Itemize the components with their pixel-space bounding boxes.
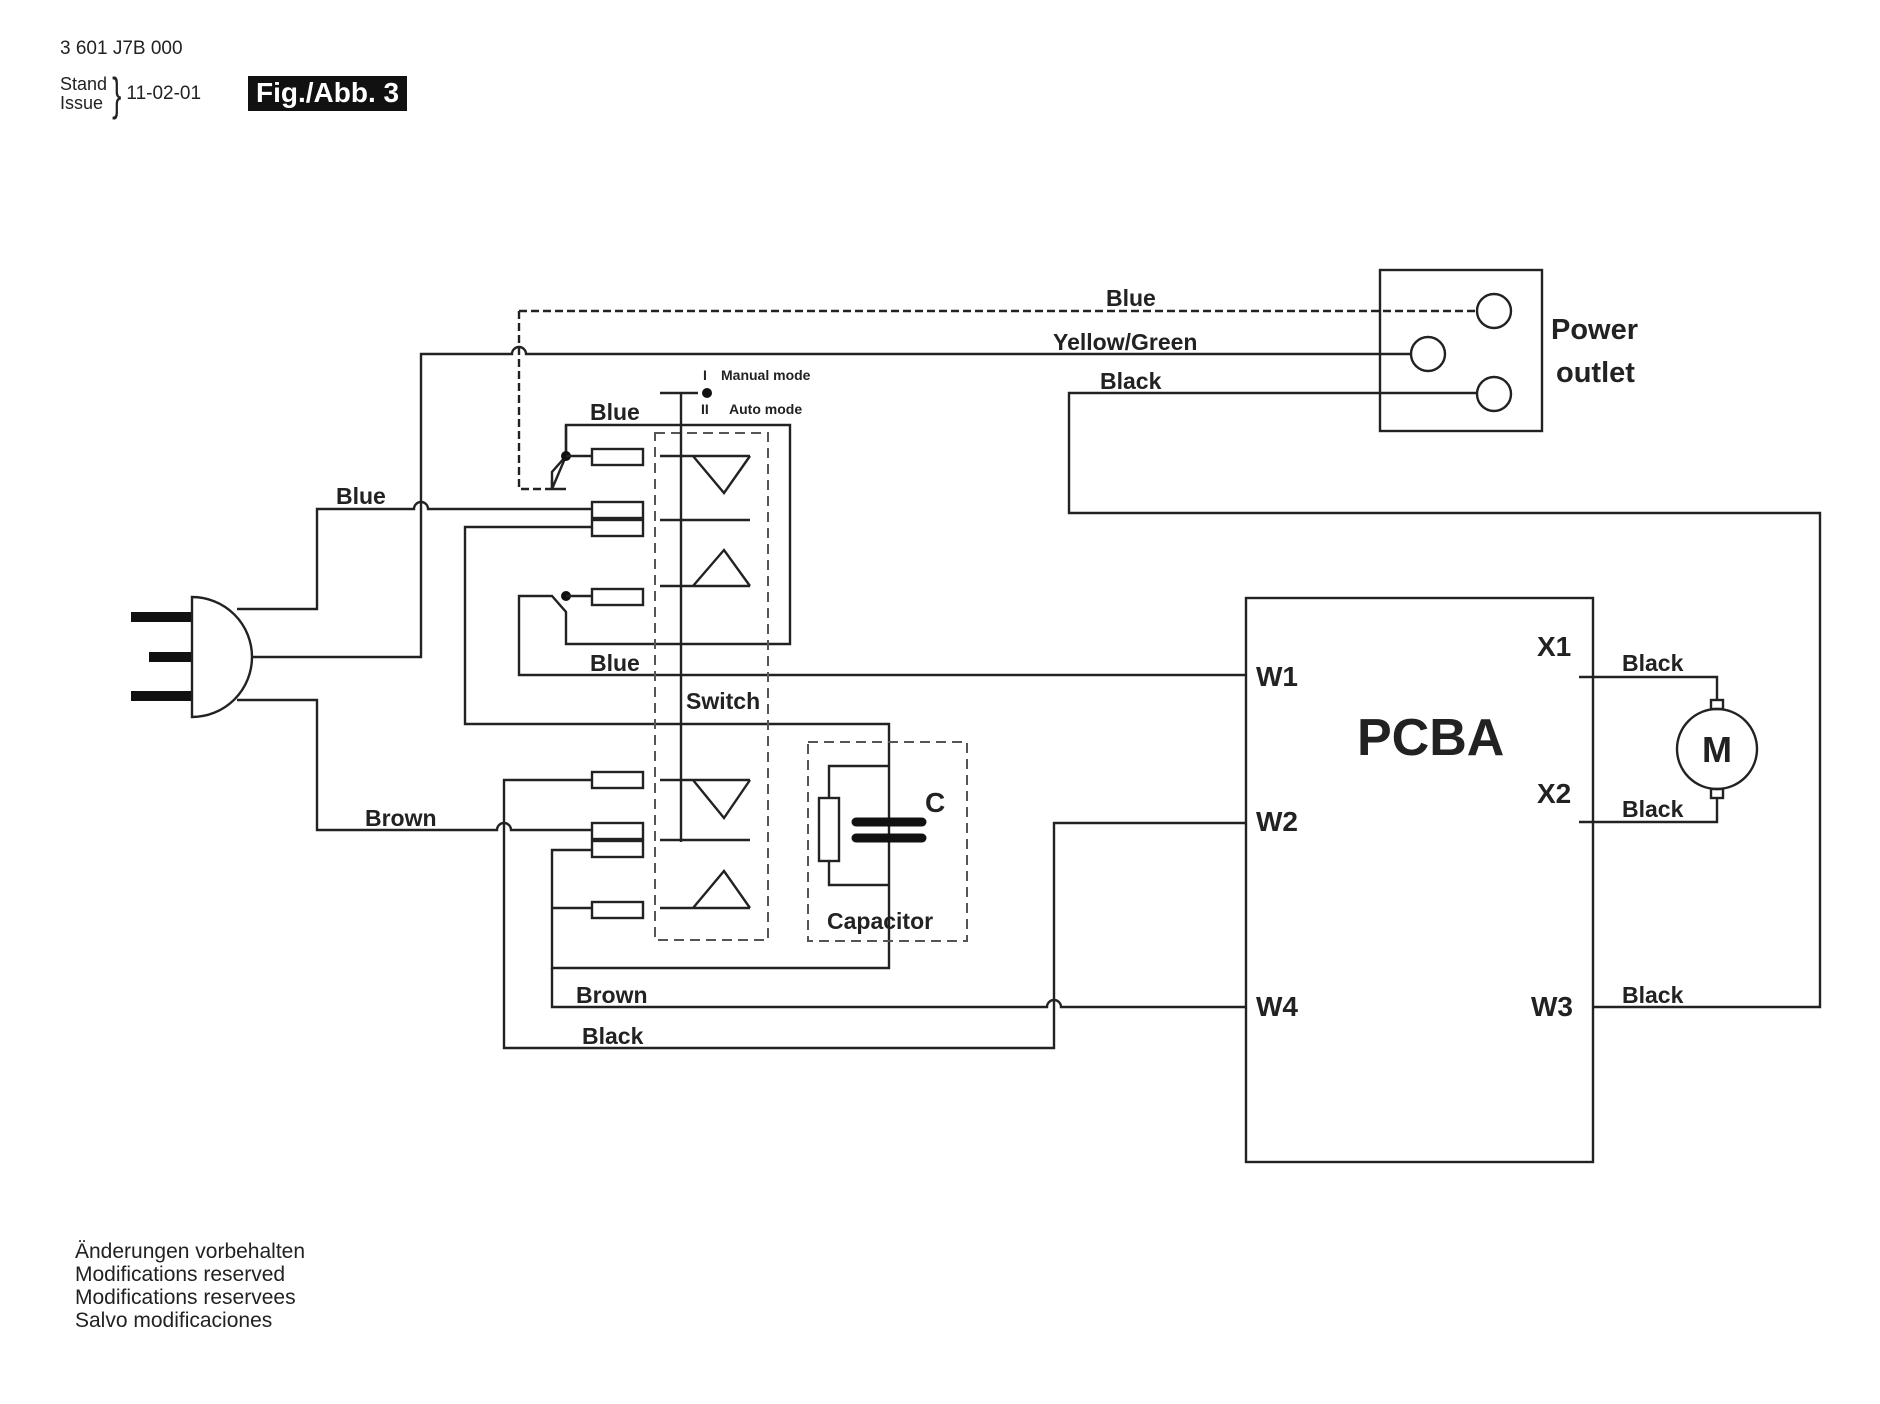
label-w3-black: Black (1622, 982, 1684, 1008)
label-x1-black: Black (1622, 650, 1684, 676)
label-w2-black: Black (582, 1023, 644, 1049)
pcba-terminal-x2: X2 (1537, 778, 1571, 809)
figure-badge: Fig./Abb. 3 (248, 76, 408, 111)
label-w1-blue: Blue (590, 650, 640, 676)
capacitor-symbol-label: C (925, 787, 945, 818)
switch-terminal-5 (590, 770, 645, 790)
pcba-terminal-x1: X1 (1537, 631, 1571, 662)
footer-line-es: Salvo modificaciones (75, 1309, 273, 1332)
footer-line-de: Änderungen vorbehalten (75, 1240, 306, 1263)
label-outlet-black: Black (1100, 368, 1162, 394)
wire-black-x2-motor (1579, 797, 1719, 824)
switch-terminal-1 (590, 447, 645, 467)
label-switch-top-blue: Blue (590, 399, 640, 425)
wire-brown-plug (237, 698, 592, 832)
plug-body (190, 595, 254, 719)
outlet-socket-top (1475, 292, 1513, 330)
outlet-socket-ground (1409, 335, 1447, 373)
pcba-label: PCBA (1357, 709, 1504, 767)
pcba-terminal-w2: W2 (1256, 806, 1298, 837)
wire-blue-plug (237, 500, 592, 611)
wire-black-x1-motor (1579, 675, 1719, 701)
motor-brush-top (1709, 698, 1725, 711)
triangle-down-icon (692, 455, 751, 495)
capacitor-resistor (817, 796, 841, 863)
footer-line-fr: Modifications reservees (75, 1286, 296, 1309)
switch-terminal-2 (590, 500, 645, 520)
issue-block: Stand Issue } 11-02-01 (60, 68, 202, 120)
capacitor-housing (807, 741, 968, 942)
manual-mode-marker: I (703, 367, 707, 383)
triangle-down-icon-lower (692, 779, 751, 821)
label-x2-black: Black (1622, 796, 1684, 822)
switch-housing (654, 432, 769, 941)
label-w4-brown: Brown (576, 982, 648, 1008)
auto-mode-marker: II (701, 401, 709, 417)
pcba-terminal-w4: W4 (1256, 991, 1298, 1022)
power-outlet: Power outlet (1378, 268, 1638, 433)
mains-plug (131, 595, 254, 719)
footer-line-en: Modifications reserved (75, 1263, 286, 1286)
switch-terminal-4 (590, 587, 645, 607)
label-plug-blue: Blue (336, 483, 386, 509)
motor: M (1675, 698, 1759, 800)
wire-yellow-green (252, 345, 1411, 659)
wire-black-outlet-w3 (1067, 391, 1822, 1009)
switch-terminal-7 (590, 839, 645, 859)
issue-date: 11-02-01 (126, 83, 202, 104)
footer-notes: Änderungen vorbehalten Modifications res… (75, 1240, 305, 1332)
motor-icon (1675, 707, 1759, 791)
pcba-terminal-w1: W1 (1256, 661, 1298, 692)
triangle-up-icon (660, 548, 751, 588)
wire-blue-w1 (517, 423, 1246, 677)
brace-icon: } (112, 68, 122, 120)
switch-terminal-6 (590, 821, 645, 841)
power-outlet-box (1378, 268, 1544, 433)
label-plug-brown: Brown (365, 805, 437, 831)
capacitor-label: Capacitor (827, 908, 933, 934)
switch-terminal-3 (590, 518, 645, 538)
stand-issue-labels: Stand Issue (60, 75, 107, 113)
wire-switch-capacitor (463, 525, 891, 970)
part-number: 3 601 J7B 000 (60, 38, 183, 59)
triangle-up-icon-lower (660, 869, 751, 910)
wire-blue-outlet-down (517, 311, 552, 491)
power-outlet-label-1: Power (1551, 314, 1638, 346)
label-yellow-green: Yellow/Green (1053, 329, 1197, 355)
switch-mode-dot (702, 388, 712, 398)
wire-brown-w4 (550, 968, 1246, 1009)
motor-label: M (1702, 729, 1732, 770)
manual-mode-label: Manual mode (721, 367, 811, 383)
capacitor-resistor-leads (827, 764, 889, 887)
switch-terminal-8 (590, 900, 645, 920)
issue-label: Issue (60, 93, 104, 113)
outlet-socket-bottom (1475, 375, 1513, 413)
switch-label: Switch (686, 688, 760, 714)
pcba-box (1244, 596, 1595, 1164)
pcba-terminal-w3: W3 (1531, 991, 1573, 1022)
wire-junction-upper (550, 455, 568, 491)
motor-brush-bottom (1709, 787, 1725, 800)
wire-black-w2 (502, 778, 1246, 1050)
stand-label: Stand (60, 74, 108, 94)
auto-mode-label: Auto mode (729, 401, 802, 417)
power-outlet-label-2: outlet (1556, 357, 1635, 389)
label-outlet-blue: Blue (1106, 285, 1156, 311)
